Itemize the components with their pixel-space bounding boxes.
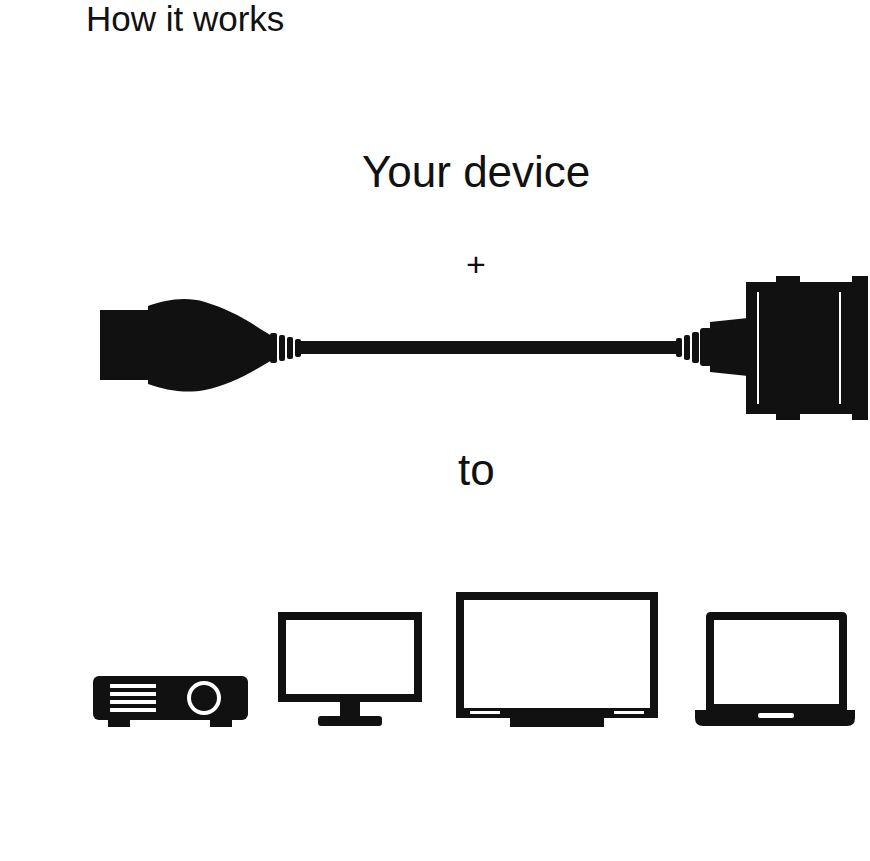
dvi-body [710,318,748,376]
hdmi-body [148,299,272,392]
tv-icon [456,592,658,727]
caption-text: Your device [362,148,590,196]
strain-relief [279,335,285,361]
projector-icon [93,676,248,727]
strain-relief [684,335,690,360]
caption-text: to [458,446,495,494]
strain-relief [676,338,682,357]
strain-relief [270,333,277,363]
hdmi-plug [100,310,152,380]
laptop-icon [695,612,855,726]
page-title: How it works [86,0,284,39]
strain-relief [692,332,699,363]
monitor-icon [278,612,422,726]
plus-sign: + [466,246,486,283]
strain-relief [287,337,293,359]
adapter-cable [100,276,868,420]
dvi-connector [746,276,868,420]
cable [300,341,682,354]
